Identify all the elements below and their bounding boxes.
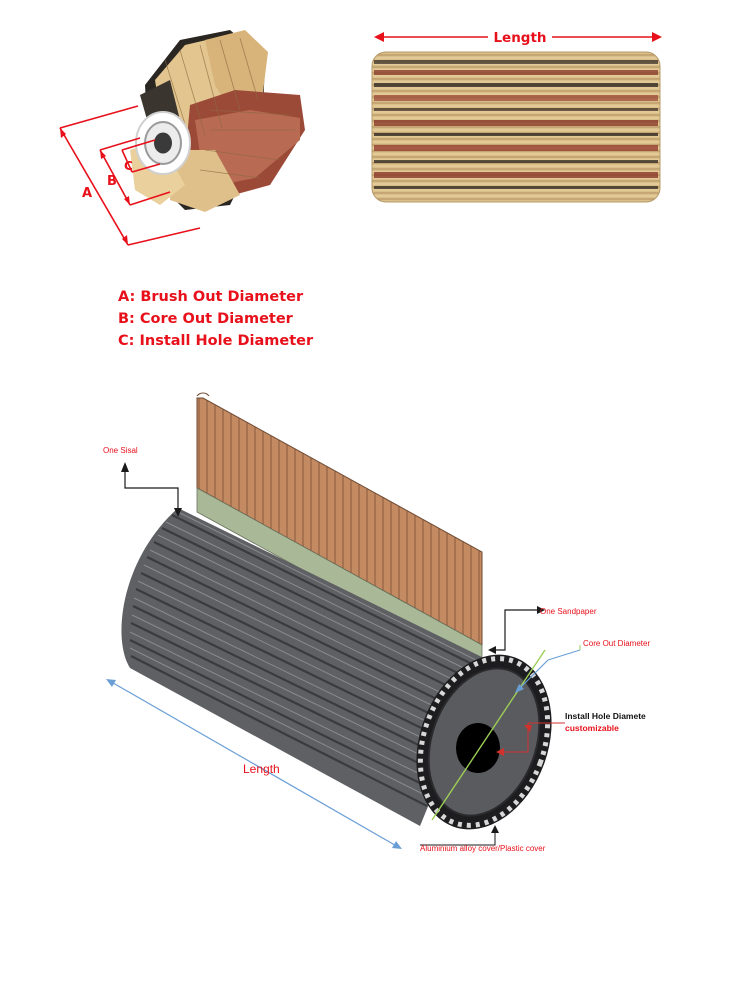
roll-length-label: Length: [493, 30, 546, 46]
dimension-label-b: B: [107, 174, 117, 189]
dimension-label-a: A: [82, 186, 92, 201]
brush-wheel-photo: A B C: [59, 30, 305, 246]
length-label: Length: [243, 762, 280, 776]
legend-item-b: B: Core Out Diameter: [118, 311, 293, 327]
brush-roll-photo: Length: [371, 30, 662, 203]
dimension-label-c: C: [124, 159, 133, 173]
cover-label: Aluminium alloy cover/Plastic cover: [420, 844, 546, 853]
roll-stripes: [374, 60, 658, 189]
core-cutaway-diagram: One Sisal One Sandpaper Core Out Diamete…: [103, 392, 650, 853]
customizable-label: customizable: [565, 723, 619, 733]
install-hole-label: Install Hole Diamete: [565, 711, 646, 721]
dimension-legend: A: Brush Out Diameter B: Core Out Diamet…: [118, 286, 313, 352]
legend-item-a: A: Brush Out Diameter: [118, 289, 304, 305]
legend-item-c: C: Install Hole Diameter: [118, 333, 314, 349]
one-sandpaper-label: One Sandpaper: [540, 607, 597, 616]
one-sisal-label: One Sisal: [103, 446, 138, 455]
core-out-diameter-label: Core Out Diameter: [583, 639, 650, 648]
